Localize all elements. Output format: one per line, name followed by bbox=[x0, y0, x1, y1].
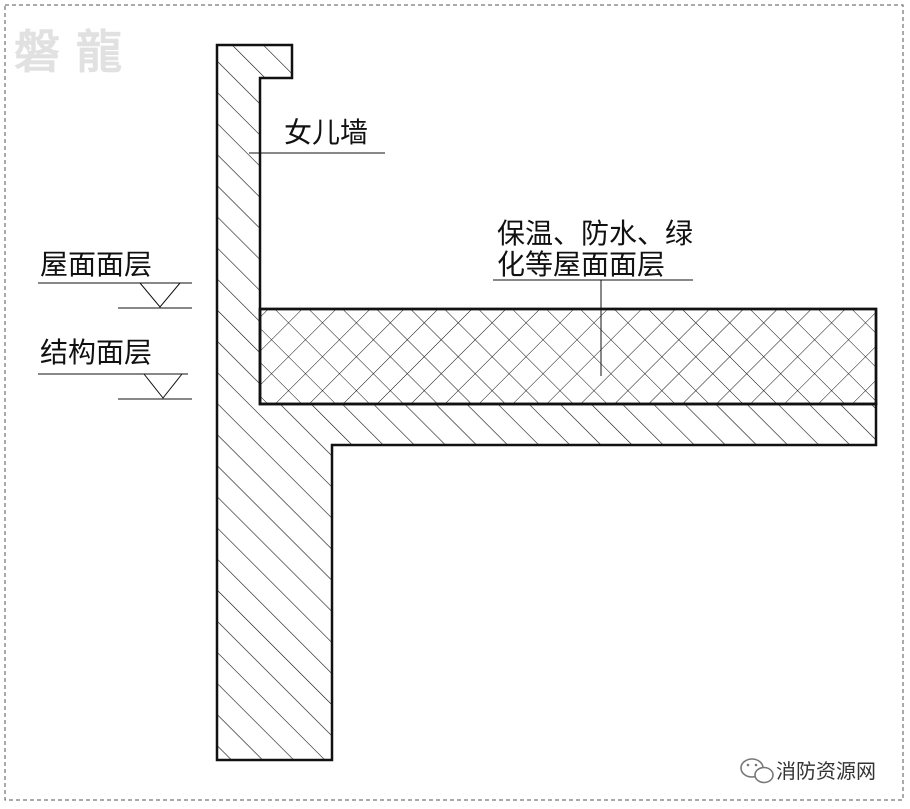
label-parapet: 女儿墙 bbox=[284, 116, 368, 149]
label-roof-surface: 屋面面层 bbox=[40, 248, 152, 281]
label-structure-surface: 结构面层 bbox=[40, 336, 152, 369]
watermark: 磐 龍 bbox=[14, 25, 122, 79]
elev-triangle-structure bbox=[143, 373, 183, 399]
credit-text: 消防资源网 bbox=[776, 759, 876, 783]
label-insulation-line2: 化等屋面面层 bbox=[497, 248, 665, 281]
dashed-frame bbox=[4, 4, 904, 801]
elev-triangle-roof bbox=[139, 282, 181, 308]
wechat-icon bbox=[740, 758, 774, 784]
roof-layer bbox=[258, 307, 878, 406]
label-insulation-line1: 保温、防水、绿 bbox=[497, 217, 693, 250]
